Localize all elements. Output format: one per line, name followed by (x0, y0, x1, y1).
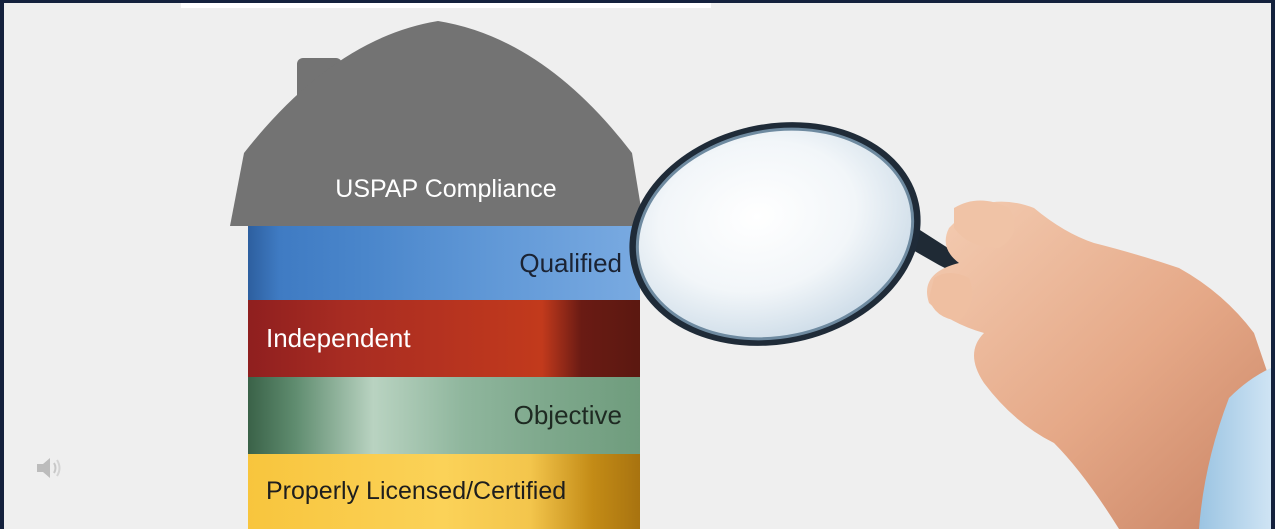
slide-canvas: USPAP Compliance Qualified Independent O… (4, 3, 1271, 529)
top-tab-strip (181, 3, 711, 8)
shirt-sleeve (1199, 368, 1271, 529)
band-label-objective: Objective (513, 400, 622, 430)
lens-glass (637, 129, 913, 339)
thumb (954, 200, 1015, 248)
band-properly-licensed: Properly Licensed/Certified (248, 454, 640, 529)
band-qualified: Qualified (248, 226, 640, 300)
band-label-independent: Independent (266, 323, 411, 353)
roof (230, 21, 644, 226)
band-independent: Independent (248, 300, 640, 377)
band-label-qualified: Qualified (519, 247, 622, 278)
roof-title: USPAP Compliance (335, 175, 557, 203)
finger-knuckle (929, 273, 973, 321)
magnifying-glass-icon (629, 122, 1271, 529)
speaker-icon[interactable] (34, 453, 68, 483)
lens-inner-ring (635, 127, 915, 341)
band-objective: Objective (248, 377, 640, 454)
band-label-properly-licensed: Properly Licensed/Certified (266, 477, 567, 505)
hand (927, 201, 1271, 529)
house-icon (230, 21, 644, 226)
